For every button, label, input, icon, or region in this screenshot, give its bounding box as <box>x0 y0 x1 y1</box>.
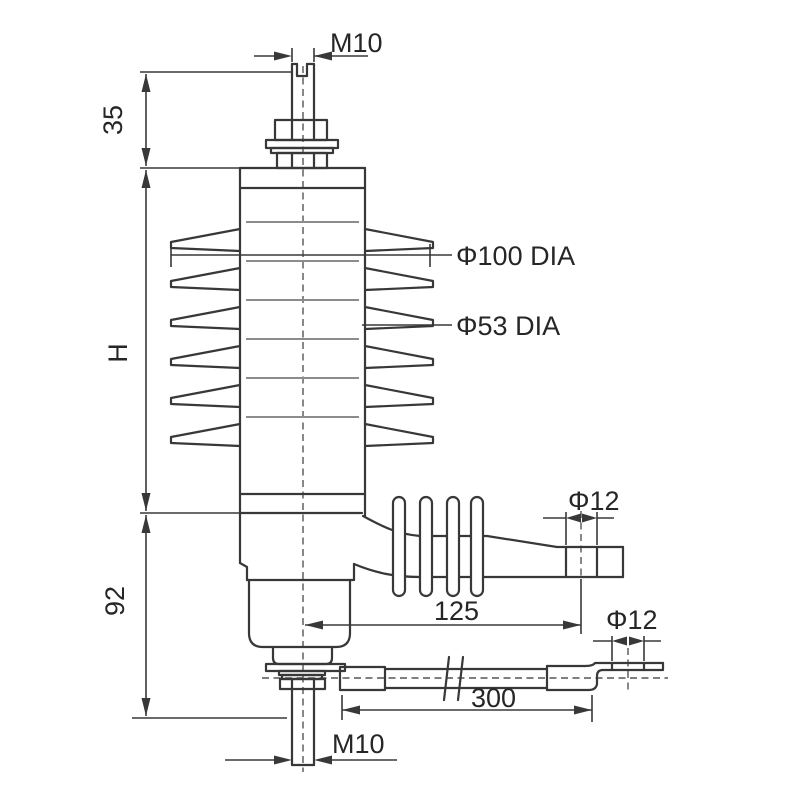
arm-hole-diameter-label: Φ12 <box>568 486 620 516</box>
weather-shed <box>363 422 435 448</box>
dim-arm-hole: Φ12 <box>543 486 620 545</box>
bracket-spacing-label: 300 <box>471 683 516 713</box>
bell-cup <box>247 578 352 649</box>
top-terminal-stud <box>264 62 340 170</box>
top-thread-label: M10 <box>330 28 383 58</box>
break-line <box>442 655 451 702</box>
dim-diameters: Φ100 DIA Φ53 DIA <box>170 241 575 341</box>
arm-shed <box>391 495 407 598</box>
stud-slot-notch <box>295 62 309 78</box>
top-stud-length-label: 35 <box>98 105 128 135</box>
weather-shed <box>363 227 435 253</box>
bottom-thread-label: M10 <box>332 729 385 759</box>
dim-bracket-spacing: 300 <box>341 683 593 722</box>
dim-bracket-hole: Φ12 <box>593 605 661 661</box>
weather-shed <box>363 305 435 331</box>
bracket-end-tab <box>545 661 665 692</box>
weather-shed <box>363 266 435 292</box>
bracket-left-pad <box>338 665 387 692</box>
weather-shed <box>169 305 242 331</box>
shed-joint-lines <box>246 221 359 418</box>
lower-hex-nut <box>275 151 329 170</box>
weather-shed <box>169 344 242 370</box>
mounting-bracket <box>338 655 665 702</box>
arm-sheds <box>391 495 485 598</box>
shed-diameter-label: Φ100 DIA <box>456 241 575 271</box>
base-section-height-label: 92 <box>100 586 130 616</box>
bracket-hole-diameter-label: Φ12 <box>606 605 658 635</box>
arm-offset-label: 125 <box>434 596 479 626</box>
disconnector-bell-housing <box>238 561 356 673</box>
bottom-hex-nut <box>278 677 327 691</box>
weather-shed <box>169 266 242 292</box>
upper-hex-nut <box>273 118 329 142</box>
housing-height-label: H <box>103 343 133 363</box>
dim-arm-offset: 125 <box>305 579 582 634</box>
weather-shed <box>169 227 242 253</box>
bracket-right-pad <box>545 661 665 668</box>
weather-shed <box>363 383 435 409</box>
arm-shed <box>445 495 461 598</box>
arrester-housing-body <box>169 166 435 565</box>
arm-shed <box>418 495 434 598</box>
break-line <box>456 655 465 702</box>
centerlines <box>262 66 668 772</box>
dim-left-chain: 35 H 92 <box>98 71 292 719</box>
bottom-terminal-stud <box>277 669 327 767</box>
arm-shed <box>469 495 485 598</box>
weather-shed <box>169 422 242 448</box>
dim-bottom-thread: M10 <box>225 729 397 765</box>
dim-top-thread: M10 <box>254 28 383 62</box>
weather-shed <box>363 344 435 370</box>
disconnector-arm <box>352 495 625 598</box>
core-diameter-label: Φ53 DIA <box>456 311 560 341</box>
weather-shed <box>169 383 242 409</box>
upper-washer <box>264 138 340 150</box>
